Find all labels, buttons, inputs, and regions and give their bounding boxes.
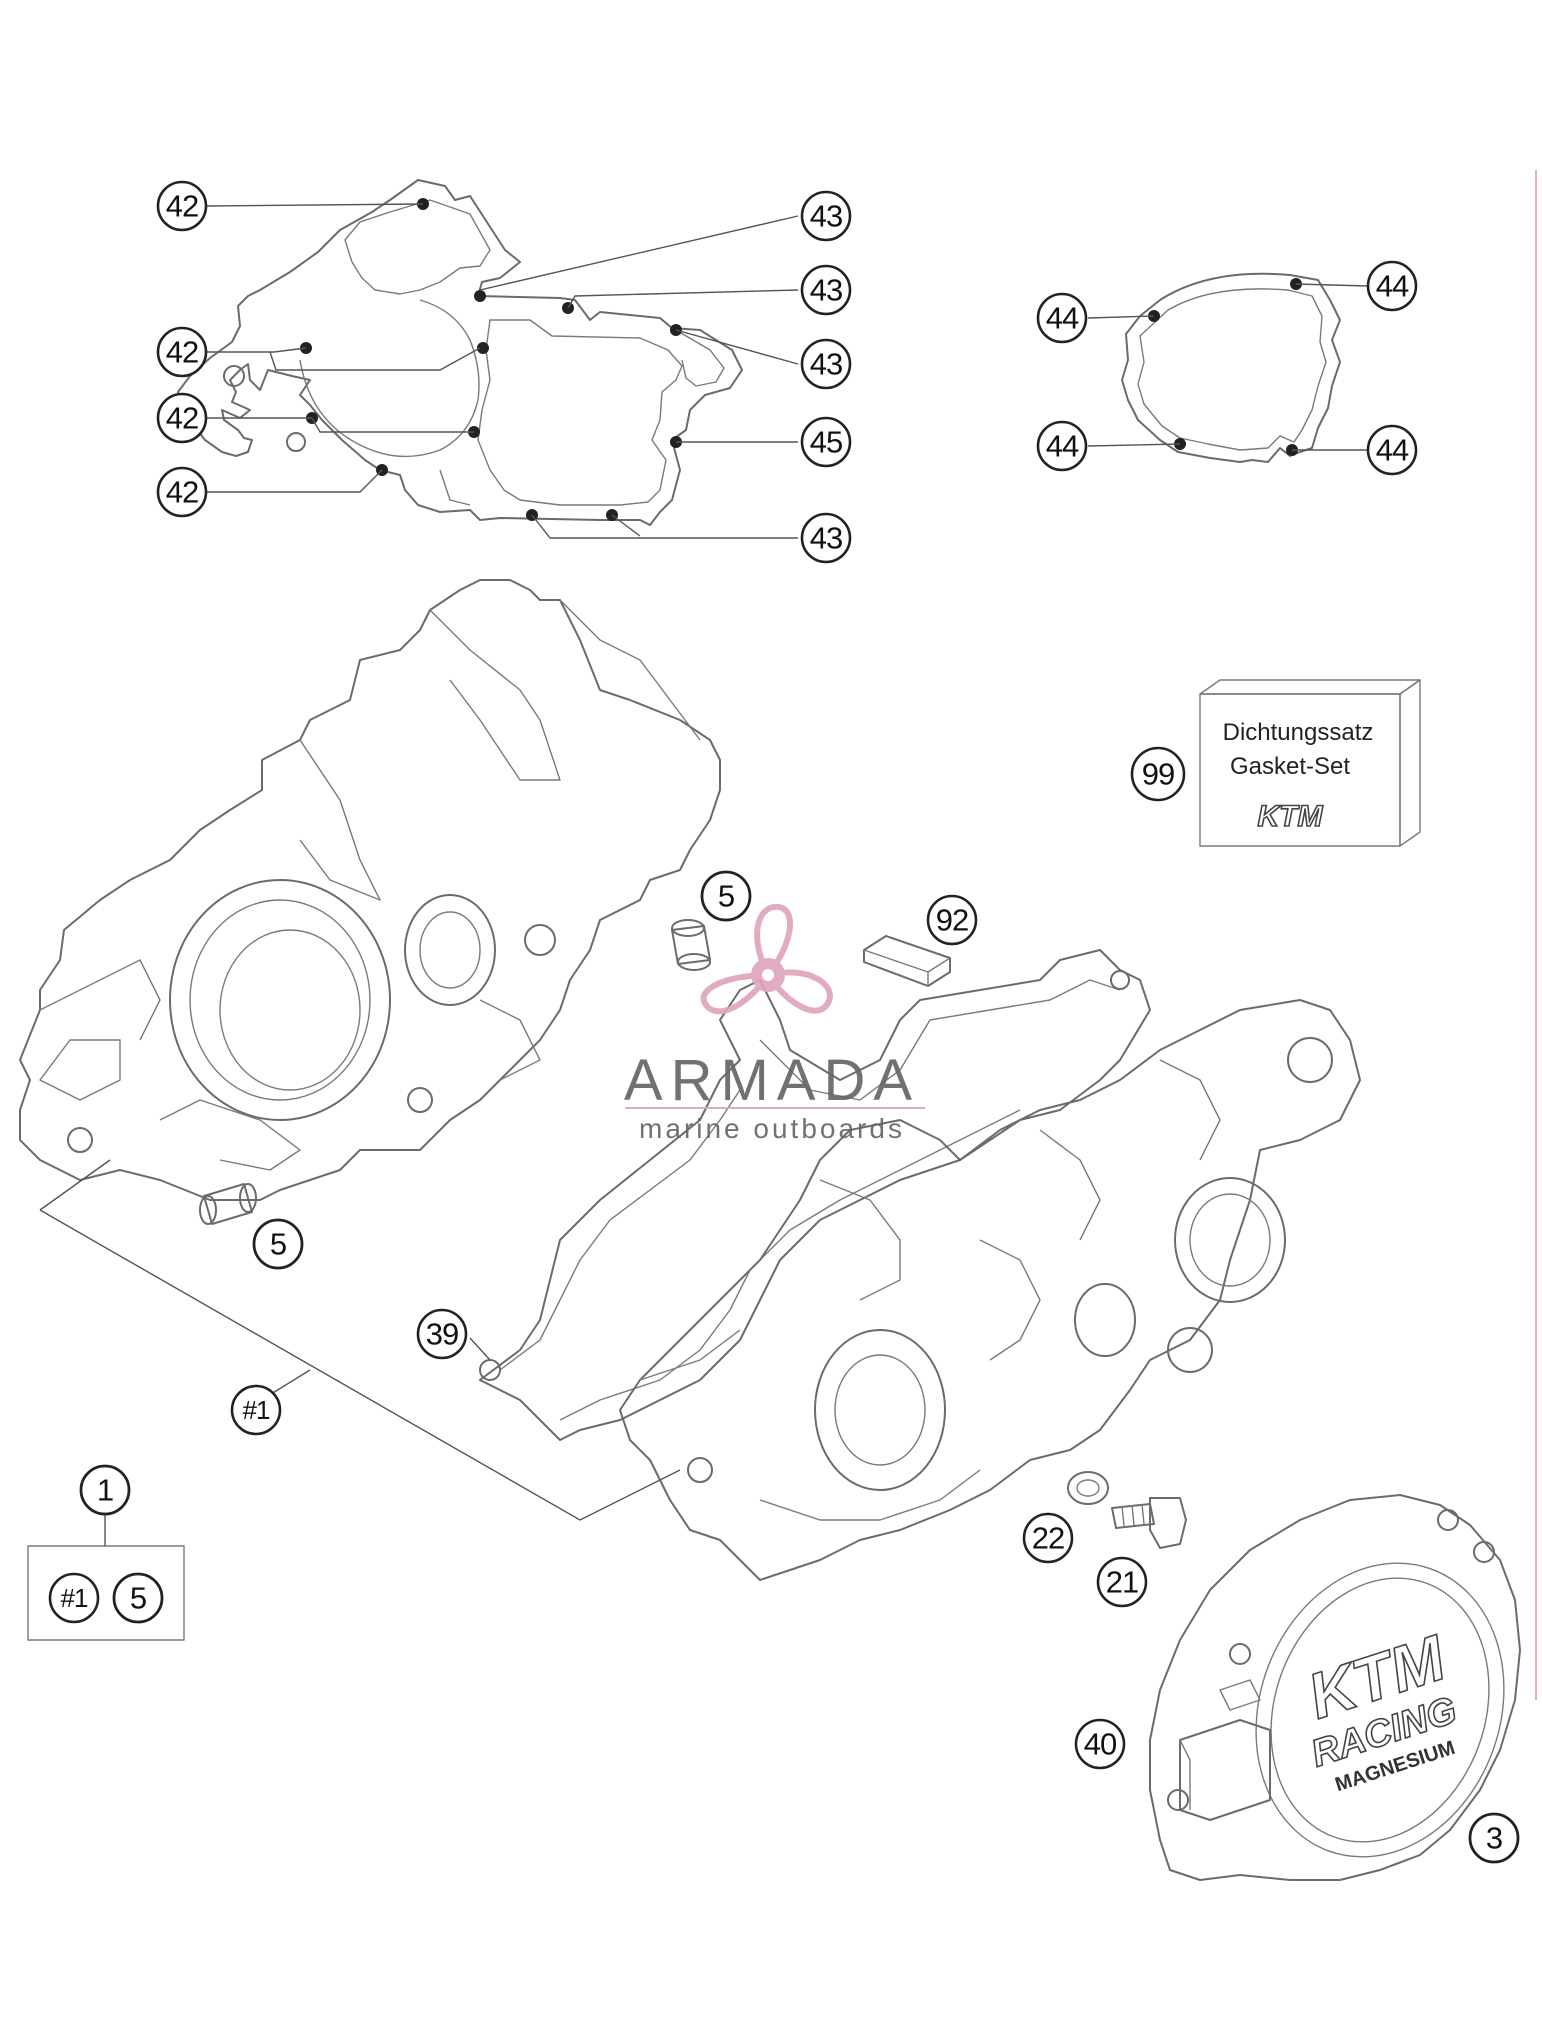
assembly-bracket-lines (39, 1159, 681, 1521)
svg-text:21: 21 (1106, 1565, 1138, 1600)
dowel-sleeve-lower (199, 1183, 257, 1225)
callout-kit-5[interactable]: 5 (112, 1572, 164, 1624)
gasket-reference-dots (300, 198, 682, 521)
ignition-cover-gasket-drawing (1087, 272, 1369, 463)
svg-text:42: 42 (166, 335, 198, 370)
svg-text:39: 39 (426, 1317, 458, 1352)
svg-text:1: 1 (97, 1473, 113, 1508)
svg-text:44: 44 (1046, 301, 1079, 336)
callout-42[interactable]: 42 (156, 326, 208, 378)
kit-box (27, 1512, 185, 1641)
callout-43[interactable]: 43 (800, 338, 852, 390)
svg-text:#1: #1 (61, 1583, 88, 1613)
misc-leader-lines (469, 1337, 491, 1361)
svg-text:3: 3 (1486, 1821, 1502, 1856)
svg-text:5: 5 (130, 1581, 146, 1616)
svg-text:22: 22 (1032, 1521, 1064, 1556)
gasket-leader-lines (205, 203, 799, 539)
right-crankcase-half-drawing (619, 999, 1361, 1581)
callout-42[interactable]: 42 (156, 392, 208, 444)
callout-3[interactable]: 3 (1468, 1812, 1520, 1864)
callout-92[interactable]: 92 (926, 894, 978, 946)
svg-text:40: 40 (1084, 1727, 1117, 1762)
callout-39[interactable]: 39 (416, 1308, 468, 1360)
callout-21[interactable]: 21 (1096, 1556, 1148, 1608)
part-callouts: 42 42 42 42 43 43 43 45 43 44 44 44 44 9… (48, 180, 1520, 1864)
callout-44[interactable]: 44 (1366, 424, 1418, 476)
svg-text:42: 42 (166, 475, 198, 510)
callout-42[interactable]: 42 (156, 180, 208, 232)
svg-text:43: 43 (810, 199, 842, 234)
gasket-set-box: Dichtungssatz Gasket-Set KTM (1199, 679, 1421, 847)
callout-44[interactable]: 44 (1366, 260, 1418, 312)
drain-plug-part (1111, 1497, 1187, 1549)
svg-text:42: 42 (166, 189, 198, 224)
callout-44[interactable]: 44 (1036, 420, 1088, 472)
callout-99[interactable]: 99 (1130, 746, 1186, 802)
svg-text:92: 92 (936, 903, 968, 938)
reed-part (863, 935, 951, 987)
armada-watermark: ARMADA marine outboards (624, 903, 925, 1144)
callout-assembly-1[interactable]: #1 (230, 1384, 282, 1436)
svg-text:43: 43 (810, 347, 842, 382)
callout-1[interactable]: 1 (79, 1464, 131, 1516)
left-crankcase-half-drawing (19, 579, 721, 1201)
callout-kit-assembly-1[interactable]: #1 (48, 1572, 100, 1624)
callout-5[interactable]: 5 (252, 1218, 304, 1270)
gasket-set-label-en: Gasket-Set (1230, 753, 1350, 780)
watermark-brand-name: ARMADA (624, 1048, 920, 1113)
gasket-set-brand-logo: KTM (1258, 800, 1324, 833)
crankcase-gasket-drawing (177, 179, 743, 526)
svg-text:#1: #1 (243, 1395, 270, 1425)
svg-text:43: 43 (810, 521, 842, 556)
callout-43[interactable]: 43 (800, 264, 852, 316)
gasket-set-label-de: Dichtungssatz (1223, 719, 1374, 746)
callout-45[interactable]: 45 (800, 416, 852, 468)
callout-22[interactable]: 22 (1022, 1512, 1074, 1564)
dowel-sleeve-upper (671, 919, 711, 971)
svg-text:5: 5 (270, 1227, 286, 1262)
watermark-tagline: marine outboards (639, 1113, 905, 1144)
svg-text:45: 45 (810, 425, 842, 460)
svg-text:99: 99 (1142, 757, 1174, 792)
svg-text:44: 44 (1046, 429, 1079, 464)
svg-text:44: 44 (1376, 269, 1409, 304)
callout-42[interactable]: 42 (156, 466, 208, 518)
svg-text:5: 5 (718, 879, 734, 914)
svg-text:44: 44 (1376, 433, 1409, 468)
callout-43[interactable]: 43 (800, 190, 852, 242)
center-gasket-drawing (479, 949, 1151, 1441)
callout-44[interactable]: 44 (1036, 292, 1088, 344)
svg-text:42: 42 (166, 401, 198, 436)
washer-part (1067, 1471, 1109, 1505)
svg-text:43: 43 (810, 273, 842, 308)
callout-40[interactable]: 40 (1074, 1718, 1126, 1770)
callout-5[interactable]: 5 (700, 870, 752, 922)
propeller-logo-icon (700, 903, 833, 1015)
callout-43[interactable]: 43 (800, 512, 852, 564)
